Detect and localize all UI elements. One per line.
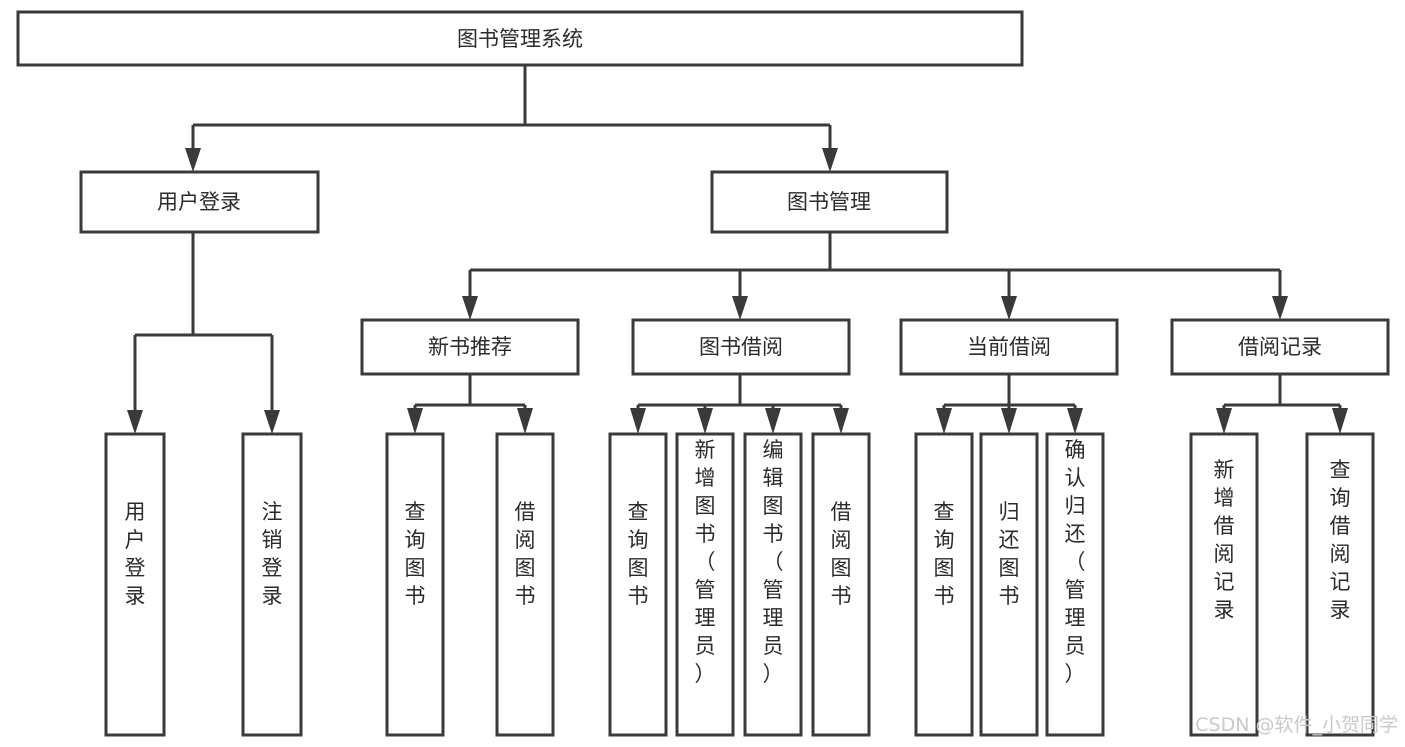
node-current-borrow-label: 当前借阅 — [967, 335, 1051, 359]
node-new-book-recommend-box[interactable] — [360, 318, 580, 376]
leaf-book-borrow-2-label: 新增图书（管理员） — [695, 438, 716, 686]
node-user-login[interactable]: 用户登录 — [79, 170, 320, 234]
leaf-current-borrow-2-label: 归还图书 — [999, 500, 1020, 608]
arrow-borrow-leaf-2 — [697, 408, 713, 434]
node-root-label: 图书管理系统 — [457, 27, 583, 51]
leaf-book-borrow-2-box[interactable] — [675, 432, 735, 737]
leaf-recommend-1-label: 查询图书 — [405, 500, 426, 608]
node-new-book-recommend-label: 新书推荐 — [428, 335, 512, 359]
arrow-bookmgmt-child-1 — [462, 296, 478, 320]
node-book-management-box[interactable] — [710, 170, 949, 234]
node-current-borrow-box[interactable] — [899, 318, 1119, 376]
node-borrow-record[interactable]: 借阅记录 — [1170, 318, 1390, 376]
arrow-borrow-leaf-4 — [833, 408, 849, 434]
node-user-login-label: 用户登录 — [157, 190, 241, 214]
node-book-borrow-box[interactable] — [631, 318, 851, 376]
arrow-current-leaf-1 — [936, 408, 952, 434]
arrow-record-leaf-1 — [1216, 408, 1232, 434]
leaf-current-borrow-1-label: 查询图书 — [934, 500, 955, 608]
arrow-borrow-leaf-1 — [630, 408, 646, 434]
node-book-borrow[interactable]: 图书借阅 — [631, 318, 851, 376]
leaf-book-borrow-4-label: 借阅图书 — [831, 500, 852, 608]
leaf-recommend-1[interactable]: 查询图书 — [385, 432, 445, 737]
node-borrow-record-box[interactable] — [1170, 318, 1390, 376]
leaf-book-borrow-4-box[interactable] — [811, 432, 871, 737]
leaf-user-login-2-label: 注销登录 — [262, 500, 283, 608]
leaf-book-borrow-3-label: 编辑图书（管理员） — [763, 438, 784, 686]
connector-layer — [127, 65, 1348, 434]
leaf-borrow-record-2-label: 查询借阅记录 — [1330, 458, 1351, 622]
node-book-management-label: 图书管理 — [787, 190, 871, 214]
arrow-bookmgmt-child-4 — [1272, 296, 1288, 320]
arrow-login-leaf-1 — [127, 410, 143, 434]
arrow-login-leaf-2 — [264, 410, 280, 434]
node-current-borrow[interactable]: 当前借阅 — [899, 318, 1119, 376]
arrow-root-to-login — [185, 148, 201, 172]
leaf-user-login-2[interactable]: 注销登录 — [241, 432, 303, 737]
leaf-book-borrow-1-label: 查询图书 — [628, 500, 649, 608]
leaf-user-login-1-box[interactable] — [104, 432, 166, 737]
leaf-book-borrow-4[interactable]: 借阅图书 — [811, 432, 871, 737]
node-new-book-recommend[interactable]: 新书推荐 — [360, 318, 580, 376]
arrow-current-leaf-2 — [1001, 408, 1017, 434]
arrow-current-leaf-3 — [1067, 408, 1083, 434]
leaf-current-borrow-3-box[interactable] — [1045, 432, 1105, 737]
leaf-borrow-record-1[interactable]: 新增借阅记录 — [1189, 432, 1259, 737]
leaf-book-borrow-1[interactable]: 查询图书 — [608, 432, 668, 737]
leaf-user-login-1[interactable]: 用户登录 — [104, 432, 166, 737]
node-root[interactable]: 图书管理系统 — [16, 10, 1024, 67]
leaf-current-borrow-3-label: 确认归还（管理员） — [1065, 438, 1086, 686]
arrow-borrow-leaf-3 — [765, 408, 781, 434]
node-user-login-box[interactable] — [79, 170, 320, 234]
node-root-box[interactable] — [16, 10, 1024, 67]
leaf-borrow-record-2[interactable]: 查询借阅记录 — [1305, 432, 1375, 737]
leaf-book-borrow-2[interactable]: 新增图书（管理员） — [675, 432, 735, 737]
leaf-recommend-2-box[interactable] — [495, 432, 555, 737]
leaf-user-login-2-box[interactable] — [241, 432, 303, 737]
leaf-current-borrow-3[interactable]: 确认归还（管理员） — [1045, 432, 1105, 737]
arrow-root-to-bookmgmt — [822, 148, 838, 172]
leaf-borrow-record-1-box[interactable] — [1189, 432, 1259, 737]
leaf-recommend-1-box[interactable] — [385, 432, 445, 737]
leaf-recommend-2-label: 借阅图书 — [515, 500, 536, 608]
csdn-watermark: CSDN @软件_小贺同学 — [1195, 714, 1398, 736]
arrow-recommend-leaf-1 — [407, 408, 423, 434]
leaf-current-borrow-1-box[interactable] — [914, 432, 974, 737]
leaf-book-borrow-3[interactable]: 编辑图书（管理员） — [743, 432, 803, 737]
leaf-current-borrow-1[interactable]: 查询图书 — [914, 432, 974, 737]
node-borrow-record-label: 借阅记录 — [1238, 335, 1322, 359]
node-book-management[interactable]: 图书管理 — [710, 170, 949, 234]
leaf-borrow-record-2-box[interactable] — [1305, 432, 1375, 737]
leaf-user-login-1-label: 用户登录 — [125, 500, 146, 608]
arrow-bookmgmt-child-3 — [1001, 296, 1017, 320]
leaf-current-borrow-2[interactable]: 归还图书 — [979, 432, 1039, 737]
leaf-borrow-record-1-label: 新增借阅记录 — [1214, 458, 1235, 622]
leaf-current-borrow-2-box[interactable] — [979, 432, 1039, 737]
leaf-book-borrow-3-box[interactable] — [743, 432, 803, 737]
leaf-book-borrow-1-box[interactable] — [608, 432, 668, 737]
arrow-bookmgmt-child-2 — [732, 296, 748, 320]
leaf-recommend-2[interactable]: 借阅图书 — [495, 432, 555, 737]
arrow-record-leaf-2 — [1332, 408, 1348, 434]
node-book-borrow-label: 图书借阅 — [699, 335, 783, 359]
arrow-recommend-leaf-2 — [517, 408, 533, 434]
